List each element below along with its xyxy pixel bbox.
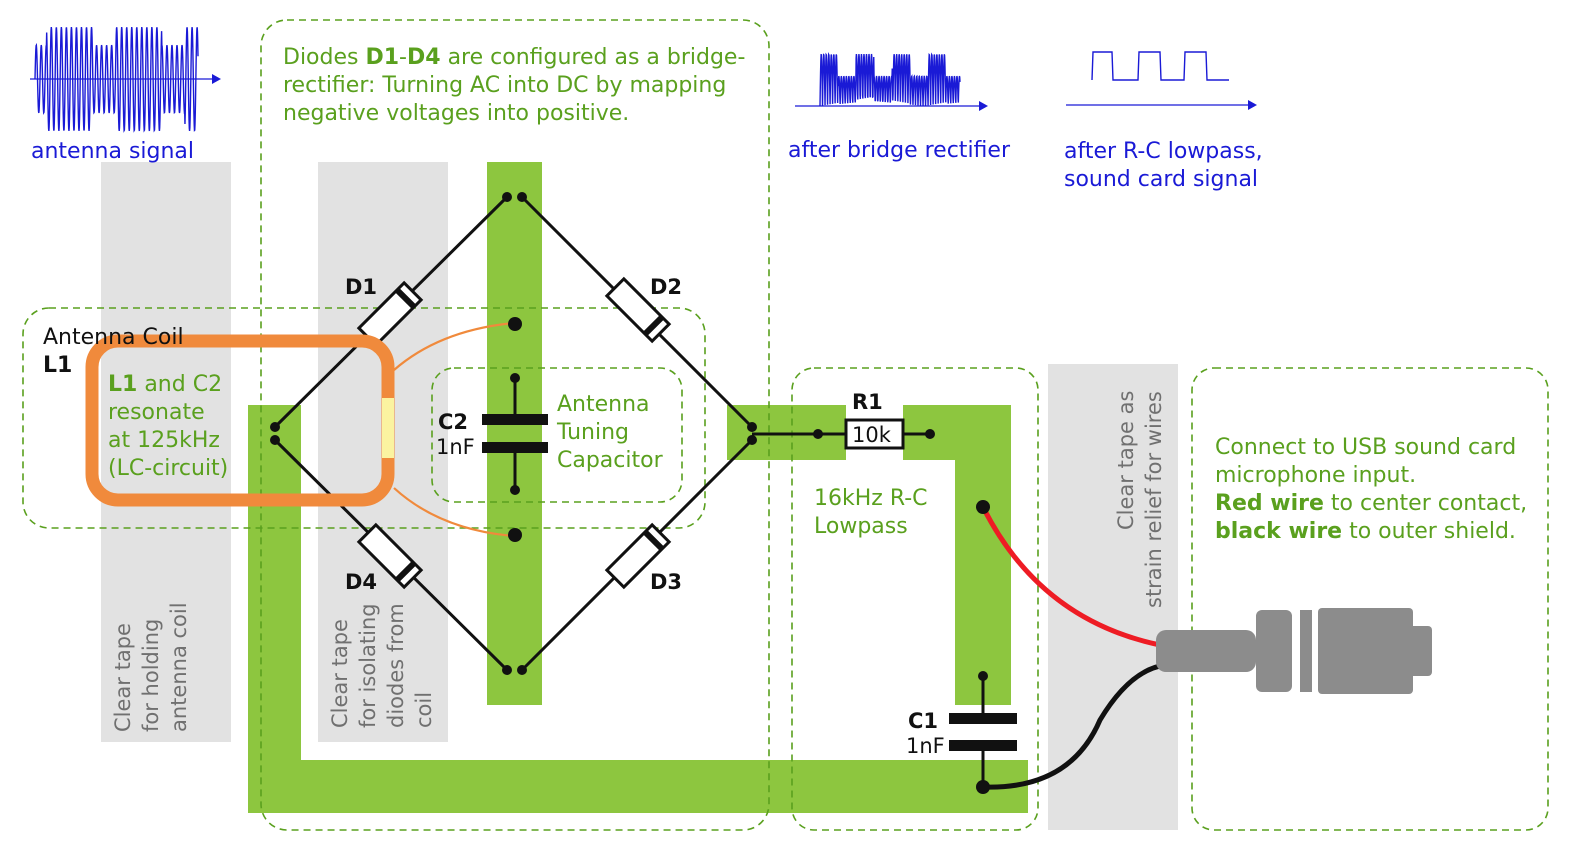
tape-coil-label-2: for holding [139, 619, 163, 732]
antenna-signal-label: antenna signal [31, 139, 194, 164]
d3-label: D3 [650, 570, 682, 594]
connector-group-box [1191, 367, 1549, 831]
c1-label: C1 [908, 709, 938, 733]
tape-diodes-label-4: coil [412, 692, 436, 728]
lowpass-note-2: Lowpass [814, 514, 908, 539]
diode-d3 [604, 522, 672, 590]
d2-label: D2 [650, 275, 682, 299]
tape-strain-relief [1048, 364, 1178, 830]
connect-note-4: black wire to outer shield. [1215, 519, 1516, 544]
resonance-note-3: at 125kHz [108, 428, 220, 453]
d4-label: D4 [345, 570, 377, 594]
tape-strain-label-2: strain relief for wires [1142, 391, 1166, 608]
resonance-note-1: L1 and C2 [108, 372, 222, 397]
diode-d4 [356, 522, 424, 590]
tape-diodes-label-2: for isolating [356, 603, 380, 728]
coil-lead-top [393, 321, 515, 371]
antenna-waveform [30, 26, 221, 133]
resonance-note-2: resonate [108, 400, 205, 425]
trace-c1-top [955, 405, 1011, 705]
red-wire [980, 505, 1161, 648]
resistor-r1 [844, 418, 905, 450]
bridge-group-box [260, 19, 770, 831]
connect-note-1: Connect to USB sound card [1215, 435, 1516, 460]
bridge-note-line-1: Diodes D1-D4 are configured as a bridge- [283, 45, 745, 70]
tape-diodes-label-3: diodes from [384, 603, 408, 728]
d1-label: D1 [345, 275, 377, 299]
connect-note-3: Red wire to center contact, [1215, 491, 1527, 516]
black-wire [982, 662, 1166, 790]
coil-lead-bottom [393, 487, 515, 538]
tape-diodes-label-1: Clear tape [328, 619, 352, 728]
diode-d2 [604, 276, 672, 344]
tuning-note-3: Capacitor [557, 448, 664, 473]
tuning-note-1: Antenna [557, 392, 650, 417]
tape-coil-label-3: antenna coil [167, 602, 191, 732]
trace-left [248, 405, 301, 813]
c1-value: 1nF [906, 734, 945, 758]
r1-value: 10k [852, 423, 892, 447]
bridge-note-line-2: rectifier: Turning AC into DC by mapping [283, 73, 726, 98]
lowpass-signal-label-1: after R-C lowpass, [1064, 139, 1263, 164]
tuning-cap-group-box [431, 367, 683, 503]
resonance-note-4: (LC-circuit) [108, 456, 228, 481]
connect-note-2: microphone input. [1215, 463, 1416, 488]
antenna-coil-title: Antenna Coil [43, 325, 184, 350]
trace-bottom [248, 760, 1028, 813]
lowpass-group-box [791, 367, 1039, 831]
c2-value: 1nF [436, 435, 475, 459]
tape-strain-label-1: Clear tape as [1114, 391, 1138, 530]
antenna-coil-l1: L1 [43, 353, 72, 378]
capacitor-c1 [949, 713, 1017, 751]
tape-coil-label-1: Clear tape [111, 623, 135, 732]
lowpass-note-1: 16kHz R-C [814, 486, 928, 511]
capacitor-c2 [482, 414, 548, 453]
trace-vertical-bridge [487, 162, 542, 705]
lowpass-waveform [1066, 51, 1257, 110]
audio-jack [1156, 608, 1432, 694]
copper-traces [248, 162, 1028, 813]
coil-tape-highlight [382, 398, 394, 458]
r1-label: R1 [852, 390, 883, 414]
tuning-note-2: Tuning [556, 420, 629, 445]
rectifier-signal-label: after bridge rectifier [788, 138, 1011, 163]
c2-label: C2 [438, 410, 468, 434]
tape-coil [101, 162, 231, 742]
connection-dots [270, 192, 990, 794]
rectified-waveform [795, 51, 988, 111]
lowpass-signal-label-2: sound card signal [1064, 167, 1258, 192]
bridge-note-line-3: negative voltages into positive. [283, 101, 629, 126]
